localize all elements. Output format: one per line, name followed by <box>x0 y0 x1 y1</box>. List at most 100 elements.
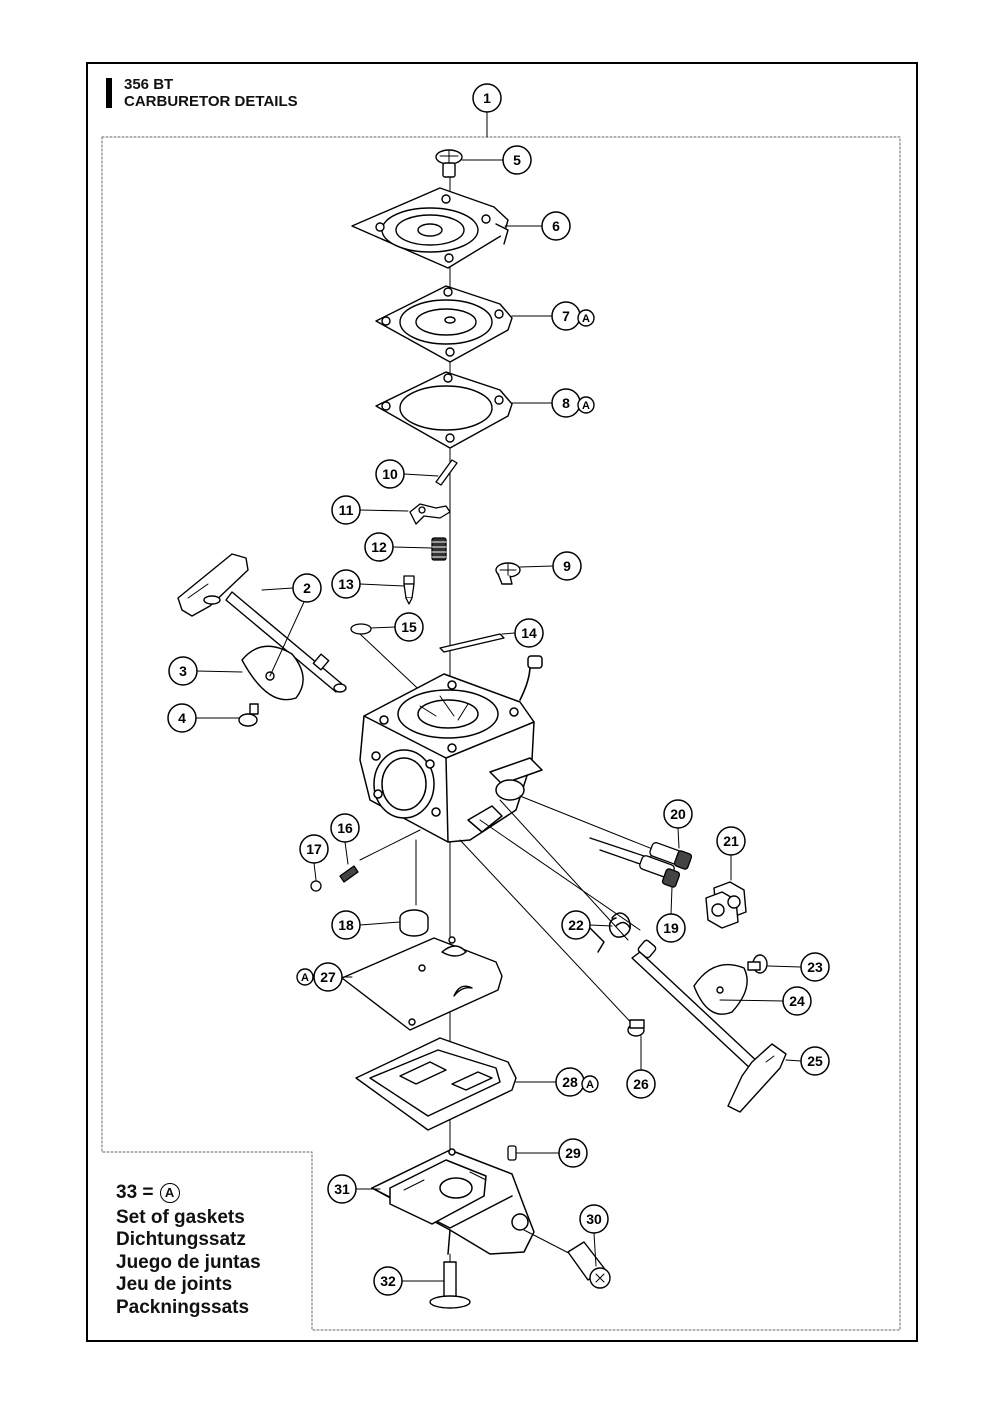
callout-15: 15 <box>394 612 424 642</box>
callout-number: 29 <box>565 1145 581 1161</box>
callout-14: 14 <box>514 618 544 648</box>
callout-18: 18 <box>331 910 361 940</box>
svg-text:A: A <box>582 400 590 412</box>
callout-21: 21 <box>716 826 746 856</box>
svg-text:A: A <box>301 972 309 984</box>
part-32-screw <box>429 1261 471 1309</box>
callout-30: 30 <box>579 1204 609 1234</box>
callout-22: 22 <box>561 910 591 940</box>
callout-23: 23 <box>800 952 830 982</box>
callout-number: 12 <box>371 539 387 555</box>
callout-number: 5 <box>513 152 521 168</box>
callout-number: 22 <box>568 917 584 933</box>
circle-a-icon: A <box>159 1183 180 1204</box>
callout-20: 20 <box>663 799 693 829</box>
part-25-choke-shaft <box>631 939 787 1113</box>
circle-a-icon: A <box>577 309 595 327</box>
part-11-lever <box>409 503 451 525</box>
part-21-caps <box>705 881 747 929</box>
part-18-screen <box>399 909 429 937</box>
callout-number: 17 <box>306 841 322 857</box>
callout-27: 27 A <box>296 962 343 992</box>
circle-a-icon: A <box>577 396 595 414</box>
svg-text:A: A <box>582 313 590 325</box>
part-7-diaphragm <box>375 285 513 363</box>
callout-29: 29 <box>558 1138 588 1168</box>
legend-equation: 33 = A <box>116 1182 261 1205</box>
callout-number: 18 <box>338 917 354 933</box>
callout-17: 17 <box>299 834 329 864</box>
part-6-cover <box>351 187 509 269</box>
callout-1: 1 <box>472 83 502 113</box>
callout-26: 26 <box>626 1069 656 1099</box>
legend-line: Packningssats <box>116 1296 250 1318</box>
gasket-legend: 33 = A Set of gaskets Dichtungssatz Jueg… <box>116 1182 261 1319</box>
part-17-ball <box>310 880 322 892</box>
callout-4: 4 <box>167 703 197 733</box>
callout-number: 27 <box>320 969 336 985</box>
callout-number: 20 <box>670 806 686 822</box>
page-frame <box>86 62 918 1342</box>
callout-number: 4 <box>178 710 186 726</box>
callout-number: 23 <box>807 959 823 975</box>
callout-number: 9 <box>563 558 571 574</box>
callout-number: 7 <box>562 308 570 324</box>
legend-line: Juego de juntas <box>116 1251 261 1273</box>
callout-number: 19 <box>663 920 679 936</box>
callout-32: 32 <box>373 1266 403 1296</box>
callout-16: 16 <box>330 813 360 843</box>
part-22-spring <box>589 912 631 953</box>
part-26-screw <box>627 1019 645 1037</box>
callout-number: 11 <box>339 502 354 518</box>
callout-3: 3 <box>168 656 198 686</box>
part-2-lever <box>177 553 347 693</box>
callout-6: 6 <box>541 211 571 241</box>
callout-number: 14 <box>521 625 537 641</box>
part-29-pin <box>507 1145 517 1161</box>
callout-number: 28 <box>562 1074 578 1090</box>
callout-number: 26 <box>633 1076 649 1092</box>
callout-number: 8 <box>562 395 570 411</box>
legend-line: Dichtungssatz <box>116 1229 246 1250</box>
section-title: CARBURETOR DETAILS <box>124 93 298 110</box>
circle-a-icon: A <box>296 968 314 986</box>
callout-19: 19 <box>656 913 686 943</box>
callout-number: 25 <box>807 1053 823 1069</box>
part-10-pin <box>435 459 458 486</box>
part-13-needle <box>403 575 415 605</box>
callout-5: 5 <box>502 145 532 175</box>
part-24-choke-plate <box>693 963 748 1015</box>
callout-9: 9 <box>552 551 582 581</box>
callout-10: 10 <box>375 459 405 489</box>
callout-number: 2 <box>303 580 311 596</box>
part-15-washer <box>350 623 372 635</box>
title-marker-bar <box>106 78 112 108</box>
callout-13: 13 <box>331 569 361 599</box>
part-19-needle <box>599 849 681 888</box>
svg-text:A: A <box>586 1079 594 1091</box>
carburetor-body <box>359 655 543 843</box>
part-23-screw <box>747 954 768 974</box>
part-28-gasket <box>355 1037 517 1131</box>
callout-number: 3 <box>179 663 187 679</box>
legend-line: Jeu de joints <box>116 1274 233 1295</box>
callout-31: 31 <box>327 1174 357 1204</box>
callout-number: 10 <box>382 466 398 482</box>
circle-a-icon: A <box>581 1075 599 1093</box>
callout-11: 11 <box>331 495 361 525</box>
legend-line: Set of gaskets <box>116 1206 245 1228</box>
callout-number: 16 <box>337 820 353 836</box>
part-16-spring <box>339 865 359 883</box>
callout-number: 21 <box>723 833 739 849</box>
callout-2: 2 <box>292 573 322 603</box>
part-14-seal <box>439 633 505 653</box>
callout-number: 24 <box>789 993 805 1009</box>
part-8-gasket <box>375 371 513 449</box>
part-4-screw <box>238 703 259 727</box>
part-31-pump-body <box>371 1148 535 1255</box>
part-9-screw <box>495 562 521 585</box>
